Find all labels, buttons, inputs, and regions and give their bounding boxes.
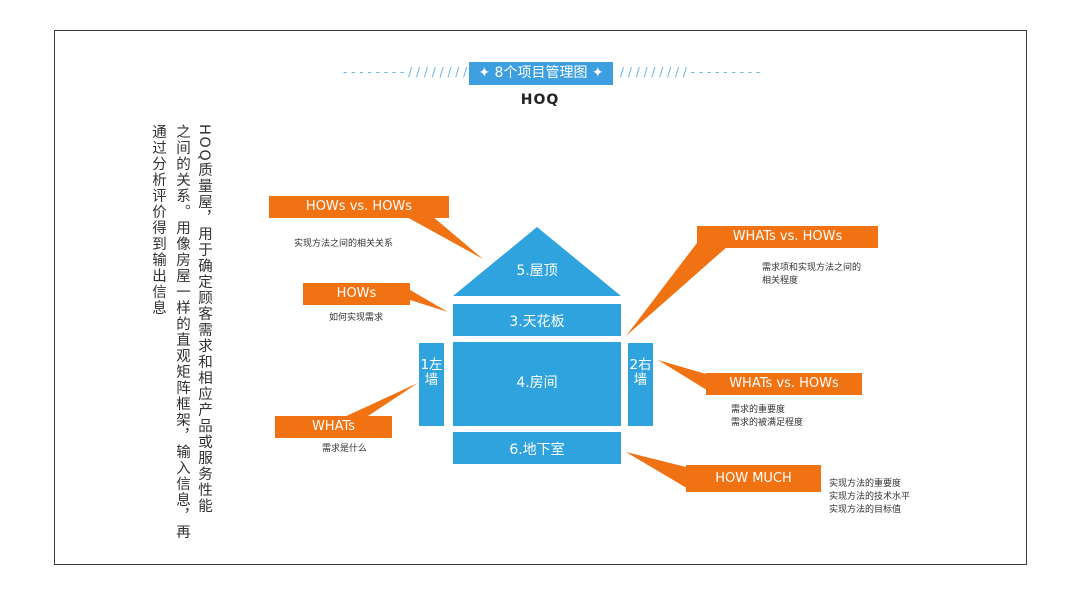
ceiling-shape bbox=[453, 304, 621, 336]
right-wall-shape bbox=[628, 343, 653, 426]
basement-label: 6.地下室 bbox=[509, 442, 565, 458]
left-wall-label: 1左墙 bbox=[420, 357, 443, 388]
note-whats-vs-hows-mid: 需求的重要度 需求的被满足程度 bbox=[731, 405, 804, 428]
room-label: 4.房间 bbox=[516, 375, 558, 391]
title-star-right: ✦ bbox=[587, 65, 604, 81]
roof-shape bbox=[453, 227, 621, 296]
roof-label: 5.屋顶 bbox=[516, 263, 558, 279]
tag-whats-vs-hows-top: WHATs vs. HOWs bbox=[697, 226, 878, 248]
right-wall-label: 2右墙 bbox=[629, 357, 652, 388]
title-badge: ✦ 8个项目管理图 ✦ bbox=[469, 62, 613, 85]
note-how-much: 实现方法的重要度 实现方法的技术水平 实现方法的目标值 bbox=[829, 479, 911, 515]
note-whats: 需求是什么 bbox=[322, 444, 368, 454]
diagram-frame bbox=[54, 30, 1027, 565]
note-hows: 如何实现需求 bbox=[329, 313, 384, 323]
tag-how-much: HOW MUCH bbox=[686, 465, 821, 492]
room-shape bbox=[453, 342, 621, 426]
pointer-whats-vs-hows-top bbox=[626, 239, 728, 336]
pointer-hows-vs-hows bbox=[405, 216, 483, 259]
page-subtitle: HOQ bbox=[520, 92, 560, 108]
title-right-decoration: / / / / / / / / / - - - - - - - - - bbox=[620, 65, 761, 79]
tag-hows: HOWs bbox=[303, 283, 410, 305]
description-column-3: 通过分析评价得到输出信息 bbox=[150, 124, 166, 316]
description-column-2: 之间的关系。用像房屋一样的直观矩阵框架，输入信息，再 bbox=[174, 124, 190, 540]
note-whats-vs-hows-top: 需求项和实现方法之间的 相关程度 bbox=[762, 263, 862, 286]
basement-shape bbox=[453, 432, 621, 464]
note-hows-vs-hows: 实现方法之间的相关关系 bbox=[294, 239, 394, 249]
description-column-1: HOQ质量屋，用于确定顾客需求和相应产品或服务性能 bbox=[196, 124, 212, 515]
tag-whats-vs-hows-mid: WHATs vs. HOWs bbox=[706, 373, 862, 395]
title-star-left: ✦ bbox=[478, 65, 495, 81]
pointer-hows bbox=[405, 287, 448, 312]
pointer-whats bbox=[342, 383, 418, 418]
title-left-decoration: - - - - - - - - / / / / / / / / / bbox=[343, 65, 476, 79]
ceiling-label: 3.天花板 bbox=[509, 314, 565, 330]
pointer-how-much bbox=[626, 452, 690, 490]
page-title: 8个项目管理图 bbox=[494, 65, 588, 81]
pointer-whats-vs-hows-mid bbox=[658, 360, 710, 392]
left-wall-shape bbox=[419, 343, 444, 426]
tag-hows-vs-hows: HOWs vs. HOWs bbox=[269, 196, 449, 218]
tag-whats: WHATs bbox=[275, 416, 392, 438]
